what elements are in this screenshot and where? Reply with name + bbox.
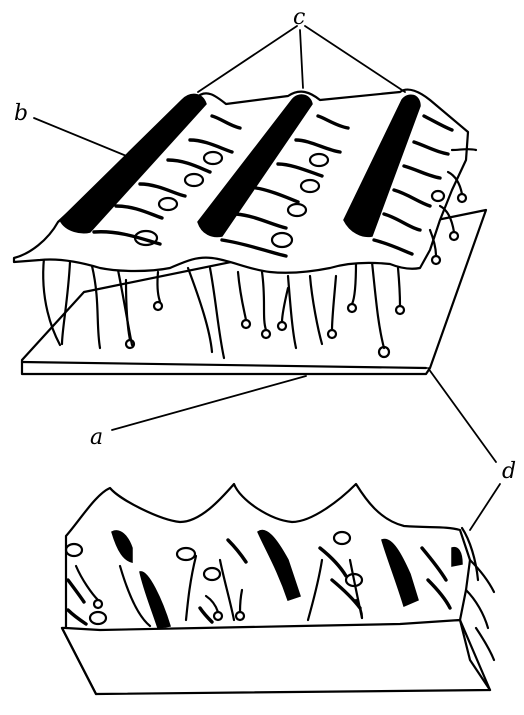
label-a: a: [90, 425, 103, 450]
leader-a: [112, 376, 306, 430]
label-d: d: [502, 459, 516, 484]
leader-d-2: [470, 484, 500, 530]
leader-c-2: [300, 30, 303, 88]
leader-c-3: [305, 26, 405, 92]
label-c: c: [293, 5, 305, 30]
upper-cell-row: [14, 90, 476, 273]
lower-block: [62, 484, 494, 694]
leader-c-1: [198, 26, 297, 92]
lower-plate: [62, 620, 490, 694]
label-b: b: [14, 101, 28, 126]
upper-block: [14, 90, 486, 374]
leader-d-1: [428, 368, 496, 462]
leader-b: [34, 118, 146, 164]
